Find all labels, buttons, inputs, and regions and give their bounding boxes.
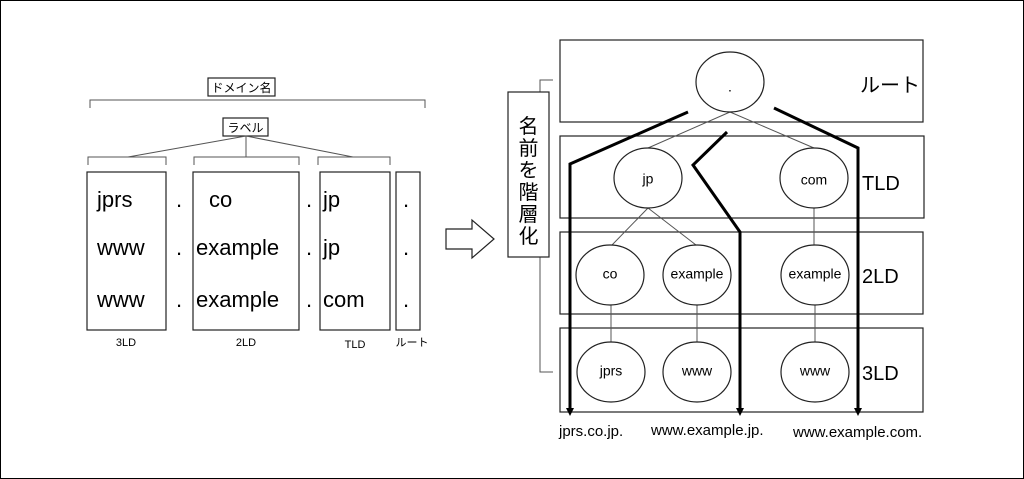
path-arrow-example-com <box>773 106 862 416</box>
node-label: co <box>603 266 618 282</box>
tree-edges <box>610 111 816 342</box>
node-label: www <box>681 363 713 379</box>
cell: . <box>403 187 409 212</box>
separator: . <box>306 235 312 260</box>
cell: www <box>96 235 145 260</box>
hierarchy-label: 名 前 を 階 層 化 <box>519 115 539 248</box>
separator: . <box>176 287 182 312</box>
column-tld <box>319 171 391 331</box>
hierarchy-char: 前 <box>519 137 539 160</box>
separator: . <box>306 187 312 212</box>
separator: . <box>306 287 312 312</box>
node-label: com <box>801 172 827 188</box>
hierarchy-char: 層 <box>519 204 539 226</box>
level-label: TLD <box>862 173 900 195</box>
cell: jp <box>322 187 340 212</box>
column-2ld <box>192 171 300 331</box>
path-arrow-jprs <box>566 110 689 416</box>
label-label: ラベル <box>227 121 263 135</box>
label-brackets <box>87 156 391 165</box>
node-example-jp <box>662 244 732 306</box>
node-label: jp <box>642 171 654 187</box>
domain-name-breakdown: ドメイン名 ラベル jprs www www co example exampl… <box>86 77 429 351</box>
column-3ld <box>86 171 167 331</box>
cell: . <box>403 287 409 312</box>
node-www-com <box>780 341 850 403</box>
node-www-jp <box>662 341 732 403</box>
domain-bracket <box>89 99 426 108</box>
column-label: 3LD <box>116 337 136 349</box>
hierarchy-char: を <box>519 160 539 182</box>
cell: com <box>323 287 365 312</box>
column-label: TLD <box>345 339 366 351</box>
node-label: example <box>789 266 842 282</box>
node-root <box>695 51 765 113</box>
cell: example <box>196 287 279 312</box>
cell: . <box>403 235 409 260</box>
cell: co <box>209 187 232 212</box>
hierarchy-char: 階 <box>519 181 539 204</box>
separator: . <box>176 235 182 260</box>
cell: jp <box>322 235 340 260</box>
node-jprs <box>576 341 646 403</box>
hierarchy-char: 化 <box>519 225 539 248</box>
column-label: ルート <box>396 337 429 349</box>
column-label: 2LD <box>236 337 256 349</box>
node-label: jprs <box>599 363 623 379</box>
column-root <box>395 171 421 331</box>
node-label: example <box>671 266 724 282</box>
node-label: www <box>799 363 831 379</box>
level-label: 2LD <box>862 266 899 288</box>
right-arrow-icon <box>445 218 495 260</box>
hierarchy-label-box <box>507 91 550 258</box>
node-jp <box>613 147 683 209</box>
level-label: ルート <box>860 75 920 97</box>
dns-tree: ルート TLD 2LD 3LD . jp com co example exam… <box>558 39 925 441</box>
node-co <box>575 244 645 306</box>
result-fqdn: www.example.com. <box>792 424 922 441</box>
path-arrow-example-jp <box>691 130 744 416</box>
cell: www <box>96 287 145 312</box>
domain-name-box <box>207 77 276 97</box>
cell: jprs <box>96 187 132 212</box>
result-fqdn: jprs.co.jp. <box>558 423 623 440</box>
level-label: 3LD <box>862 363 899 385</box>
cell: example <box>196 235 279 260</box>
result-fqdn: www.example.jp. <box>650 422 764 439</box>
node-label: . <box>728 79 732 95</box>
separator: . <box>176 187 182 212</box>
domain-name-label: ドメイン名 <box>211 80 271 95</box>
node-example-com <box>780 244 850 306</box>
node-com <box>779 147 849 209</box>
hierarchy-char: 名 <box>519 115 539 138</box>
